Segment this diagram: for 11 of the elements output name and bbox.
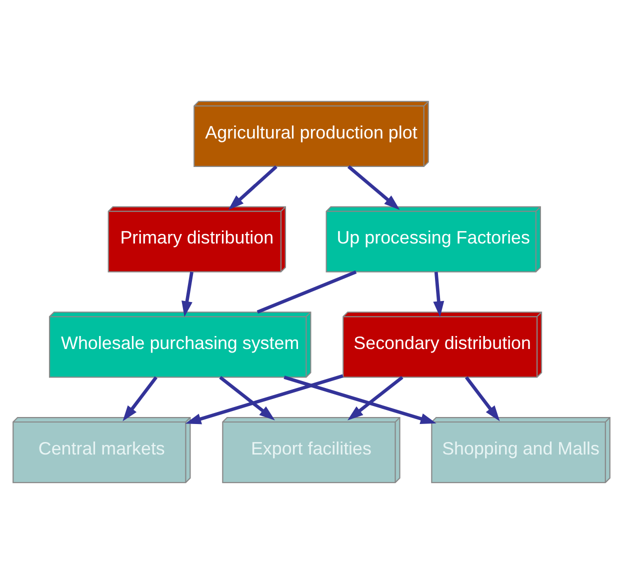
arrow [433, 271, 444, 316]
arrow [182, 271, 194, 316]
arrow [122, 376, 158, 421]
arrow [185, 374, 344, 424]
arrow [347, 375, 404, 420]
arrow [219, 375, 275, 420]
connector [256, 270, 357, 314]
arrow [347, 164, 400, 210]
arrow [284, 375, 436, 424]
arrow [464, 376, 500, 421]
arrow [228, 164, 278, 210]
